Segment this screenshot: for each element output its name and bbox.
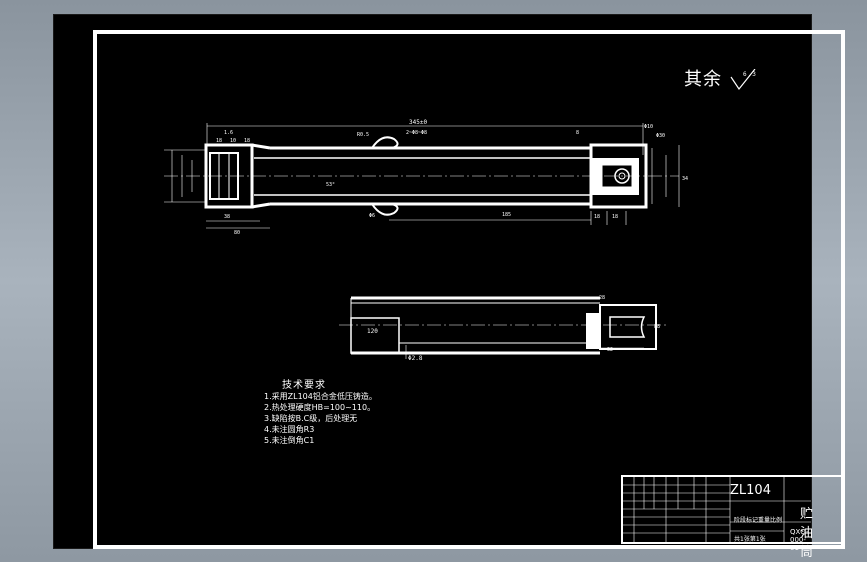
tech-req-item: 5.未注倒角C1 bbox=[264, 436, 315, 445]
drawing-code: QXQ-000-01 bbox=[790, 528, 809, 552]
tech-req-item: 1.采用ZL104铝合金低压铸造。 bbox=[264, 392, 377, 401]
dim-text: 80 bbox=[234, 230, 240, 236]
dim-text: 53° bbox=[326, 182, 335, 188]
dim-text: Φ6 bbox=[369, 213, 375, 219]
dim-text: 8 bbox=[576, 130, 579, 136]
front-view: 345±0 bbox=[164, 119, 688, 236]
dim-text: 1.6 bbox=[224, 130, 233, 136]
dim-text: 34 bbox=[682, 176, 688, 182]
tech-req-title: 技术要求 bbox=[282, 380, 326, 391]
dim-text: 18 bbox=[244, 138, 250, 144]
roughness-symbol-icon: 6.3 bbox=[730, 68, 757, 91]
title-block bbox=[621, 475, 844, 544]
dim-text: R0.5 bbox=[357, 132, 369, 138]
stage-label: 阶段标记 bbox=[734, 517, 759, 524]
dim-text: 18 bbox=[594, 214, 600, 220]
overall-length-dim: 345±0 bbox=[409, 119, 427, 126]
roughness-value: 6.3 bbox=[743, 71, 757, 78]
roughness-note-text: 其余 bbox=[684, 69, 722, 90]
dim-text: 88 bbox=[654, 324, 660, 330]
title-block-grid bbox=[621, 477, 811, 542]
scale-label: 比例 bbox=[770, 517, 783, 524]
dim-text: 2~Φ8~Φ8 bbox=[406, 130, 427, 136]
dim-text: 38 bbox=[224, 214, 230, 220]
tech-req-item: 4.未注圆角R3 bbox=[264, 425, 315, 434]
dim-text: Φ2.8 bbox=[408, 355, 423, 362]
dim-text: 28 bbox=[599, 295, 605, 301]
material-label: ZL104 bbox=[730, 483, 771, 498]
weight-label: 重量 bbox=[758, 517, 771, 524]
tech-req-item: 2.热处理硬度HB=100~110。 bbox=[264, 403, 376, 412]
drawing-canvas: 345±0 bbox=[164, 119, 811, 542]
technical-requirements: 技术要求 1.采用ZL104铝合金低压铸造。 2.热处理硬度HB=100~110… bbox=[264, 380, 377, 446]
roughness-note: 其余 6.3 bbox=[684, 65, 759, 91]
dim-text: 120 bbox=[367, 328, 378, 335]
section-view: 120 Φ2.8 88 32 28 bbox=[339, 295, 669, 362]
dim-text: 18 bbox=[612, 214, 618, 220]
tech-req-item: 3.缺陷按B.C级，后处理无 bbox=[264, 414, 358, 423]
dim-text: 10 bbox=[230, 138, 236, 144]
sheet-label: 共1张第1张 bbox=[734, 536, 766, 543]
part-name: 贮油筒 bbox=[800, 507, 817, 560]
dim-text: Φ10 bbox=[644, 124, 653, 130]
dim-text: 18 bbox=[216, 138, 222, 144]
dim-text: Φ30 bbox=[656, 133, 665, 139]
cad-viewport[interactable]: 其余 6.3 345±0 bbox=[53, 14, 845, 560]
dim-text: 185 bbox=[502, 212, 511, 218]
dim-text: 32 bbox=[607, 347, 613, 353]
drawing-sheet-border bbox=[93, 30, 845, 549]
